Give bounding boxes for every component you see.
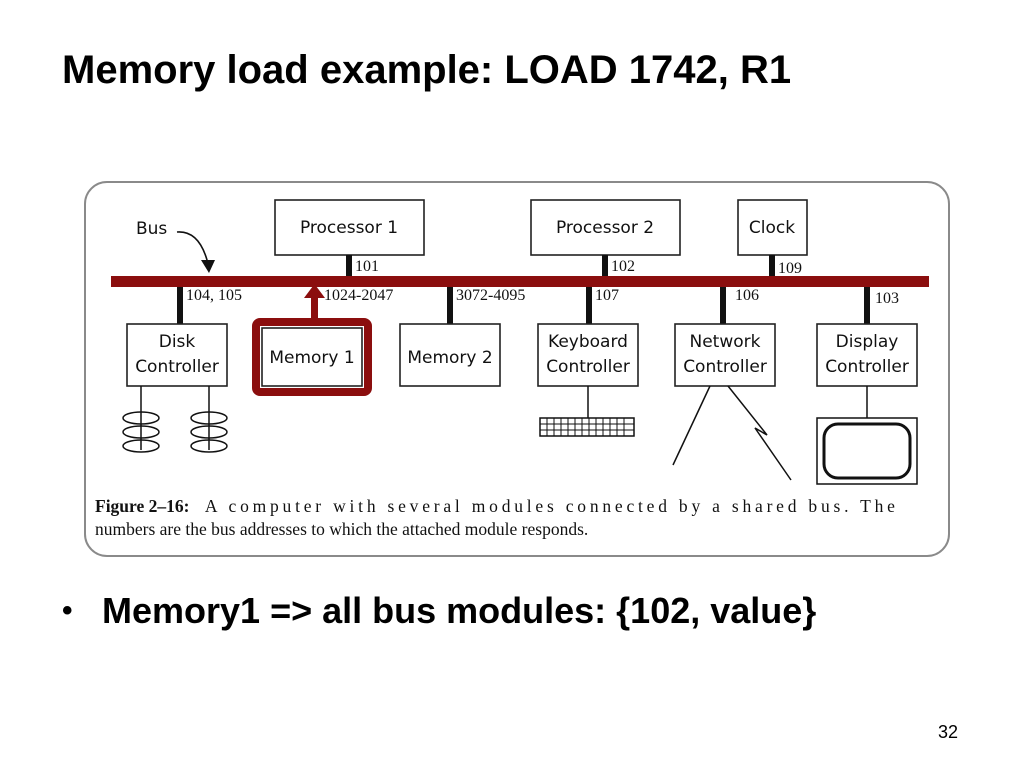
processor1-box [274,199,425,256]
caption-figure-number: Figure 2–16: [95,496,189,516]
clock-box [737,199,808,256]
clock-label: Clock [749,218,795,238]
memory2-address: 3072-4095 [456,287,525,304]
display-label-line1: Display [836,332,899,352]
disk-label-line2: Controller [135,357,219,377]
slide-title: Memory load example: LOAD 1742, R1 [62,48,792,92]
keyboard-address: 107 [595,287,619,304]
bullet-dot-icon: • [62,594,73,627]
display-label-line2: Controller [825,357,909,377]
disk-label-line1: Disk [159,332,196,352]
figure-frame [84,181,950,557]
memory1-highlight-frame [252,318,372,396]
network-label-line2: Controller [683,357,767,377]
processor1-module: Processor 1 101 [274,199,425,278]
memory1-label: Memory 1 [269,348,354,368]
memory1-address: 1024-2047 [324,287,393,304]
processor2-connector [602,255,608,278]
network-connector [720,287,726,324]
bus-label-group: Bus [136,219,215,273]
disk-connector [177,287,183,324]
memory2-module: 3072-4095 Memory 2 [399,287,525,387]
bus-diagram: Bus Processor 1 101 Processor 2 102 Cloc… [84,181,950,557]
memory2-connector [447,287,453,324]
keyboard-box [537,323,639,387]
memory1-box [261,327,363,387]
clock-connector [769,255,775,278]
disk-box [126,323,228,387]
processor2-address: 102 [611,258,635,275]
clock-module: Clock 109 [737,199,808,278]
bullet-text: Memory1 => all bus modules: {102, value} [102,590,817,631]
memory1-module: 1024-2047 Memory 1 [252,284,393,396]
disk-drive-icon [122,386,228,453]
network-box [674,323,776,387]
disk-address: 104, 105 [186,287,242,304]
monitor-icon [816,417,918,485]
network-address: 106 [735,287,759,304]
caption-line2: numbers are the bus addresses to which t… [95,519,588,539]
clock-address: 109 [778,260,802,277]
memory2-box [399,323,501,387]
processor1-label: Processor 1 [300,218,398,238]
page-number: 32 [938,722,959,742]
bus-diagram-figure: Bus Processor 1 101 Processor 2 102 Cloc… [83,180,951,558]
keyboard-controller-module: 107 Keyboard Controller [537,287,639,437]
display-connector [864,287,870,324]
keyboard-icon [539,417,635,437]
memory1-highlight-arrow-icon [304,284,325,298]
disk-controller-module: 104, 105 Disk Controller [122,287,242,453]
shared-bus-line [111,276,929,287]
processor1-connector [346,255,352,278]
display-address: 103 [875,290,899,307]
keyboard-connector [586,287,592,324]
keyboard-label-line1: Keyboard [548,332,628,352]
processor2-box [530,199,681,256]
network-lightning-icon [672,385,792,481]
memory2-label: Memory 2 [407,348,492,368]
bus-label: Bus [136,219,167,239]
display-box [816,323,918,387]
network-label-line1: Network [690,332,761,352]
network-controller-module: 106 Network Controller [672,287,792,481]
caption-text-line1: A computer with several modules connecte… [205,496,895,516]
bus-label-arrowhead [201,260,215,273]
processor2-label: Processor 2 [556,218,654,238]
keyboard-label-line2: Controller [546,357,630,377]
bullet-item: • Memory1 => all bus modules: {102, valu… [62,590,816,632]
display-controller-module: 103 Display Controller [816,287,918,485]
processor1-address: 101 [355,258,379,275]
memory1-highlight-connector [311,290,318,326]
processor2-module: Processor 2 102 [530,199,681,278]
